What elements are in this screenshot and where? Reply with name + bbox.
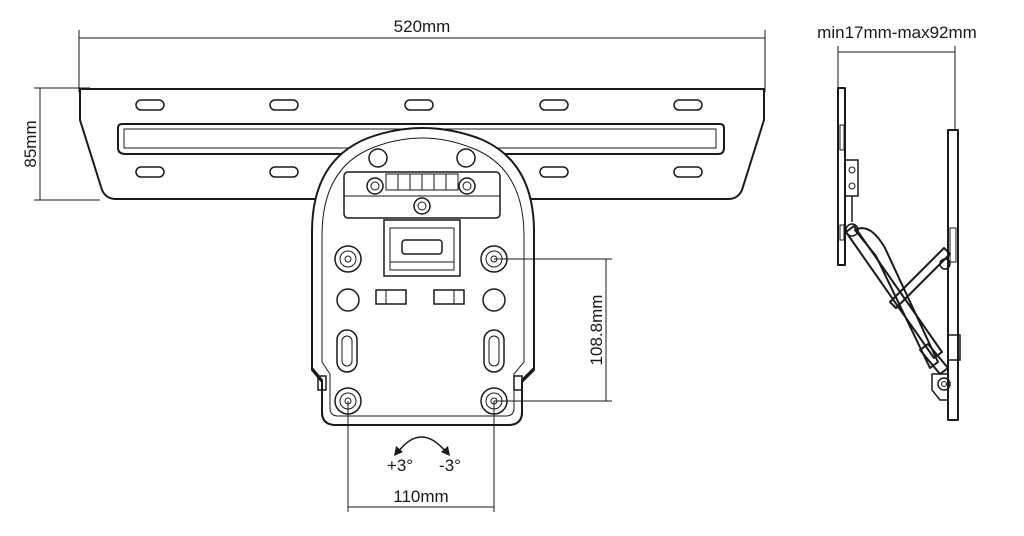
tilt-plus-label: +3°: [387, 456, 413, 475]
side-view: [837, 87, 961, 421]
tilt-indicator: +3° -3°: [387, 436, 461, 475]
hole-horizontal-label: 110mm: [393, 487, 448, 506]
height-dimension: 85mm: [21, 87, 100, 201]
center-bracket: [383, 219, 461, 277]
tilt-minus-label: -3°: [439, 456, 461, 475]
tv-plate: [311, 127, 535, 426]
latch-mechanism: [343, 171, 501, 219]
depth-label: min17mm-max92mm: [817, 23, 977, 42]
hole-vertical-label: 108.8mm: [587, 295, 606, 366]
width-dimension: 520mm: [78, 17, 766, 92]
width-label: 520mm: [394, 17, 451, 36]
hole-vertical-dimension: 108.8mm: [494, 258, 612, 402]
hole-horizontal-dimension: 110mm: [347, 401, 495, 512]
vesa-hole-top-left: [334, 245, 362, 273]
depth-dimension: min17mm-max92mm: [817, 23, 977, 130]
height-label: 85mm: [21, 120, 40, 167]
